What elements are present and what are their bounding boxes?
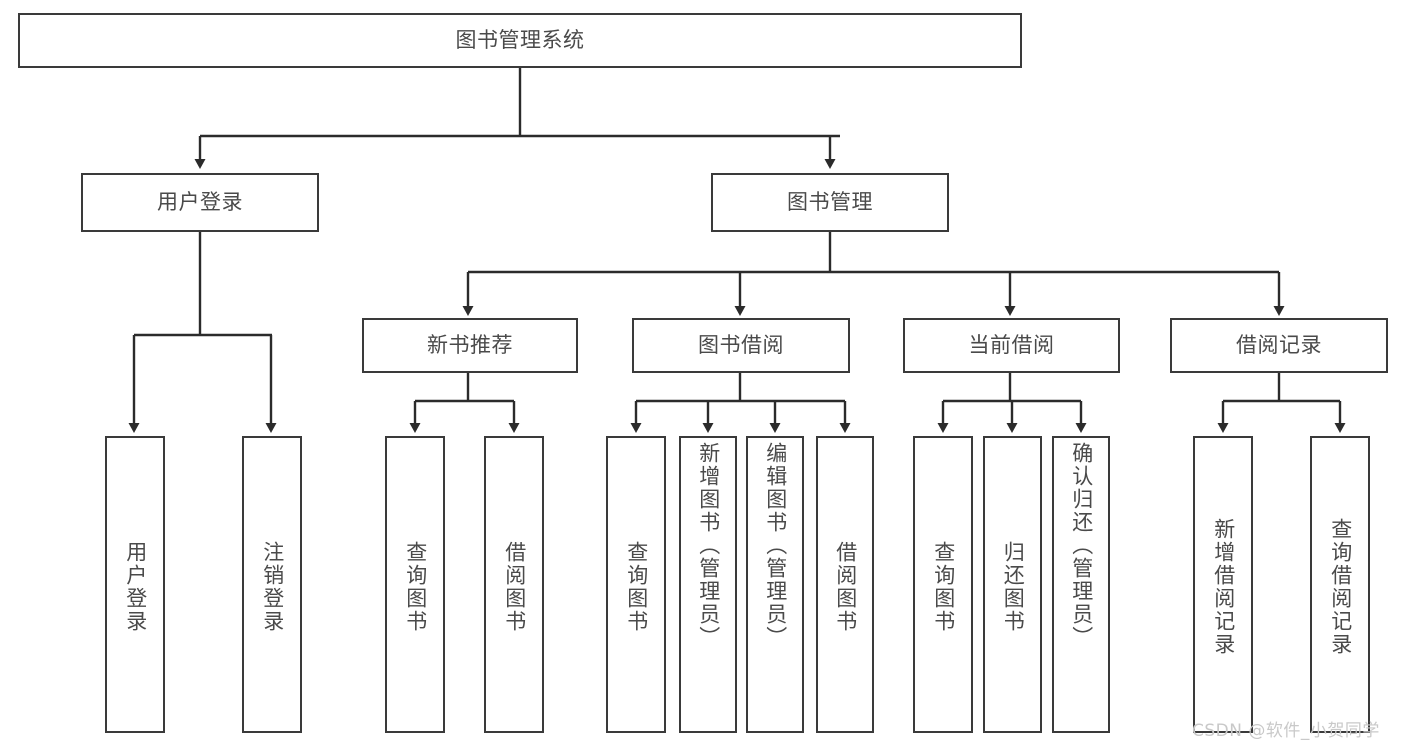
node-label: 借阅图书 bbox=[833, 540, 858, 633]
leaf-user-login[interactable]: 用户登录 bbox=[105, 436, 165, 733]
node-label: 用户登录 bbox=[123, 540, 148, 633]
node-current-borrow[interactable]: 当前借阅 bbox=[903, 318, 1120, 373]
node-label: 新增图书（管理员） bbox=[696, 442, 721, 649]
node-label: 图书管理系统 bbox=[455, 28, 585, 53]
node-label: 注销登录 bbox=[260, 540, 285, 633]
node-label: 图书借阅 bbox=[698, 333, 784, 358]
leaf-return-book[interactable]: 归还图书 bbox=[983, 436, 1042, 733]
node-label: 编辑图书（管理员） bbox=[763, 442, 788, 649]
node-borrow-records[interactable]: 借阅记录 bbox=[1170, 318, 1388, 373]
leaf-query-borrow-record[interactable]: 查询借阅记录 bbox=[1310, 436, 1370, 733]
leaf-add-borrow-record[interactable]: 新增借阅记录 bbox=[1193, 436, 1253, 733]
node-label: 确认归还（管理员） bbox=[1069, 442, 1094, 649]
leaf-add-book-admin[interactable]: 新增图书（管理员） bbox=[679, 436, 737, 733]
node-book-management[interactable]: 图书管理 bbox=[711, 173, 949, 232]
leaf-query-book-recommend[interactable]: 查询图书 bbox=[385, 436, 445, 733]
node-root-system[interactable]: 图书管理系统 bbox=[18, 13, 1022, 68]
node-label: 图书管理 bbox=[787, 190, 873, 215]
node-label: 查询图书 bbox=[403, 540, 428, 633]
node-label: 当前借阅 bbox=[968, 333, 1055, 358]
csdn-watermark: CSDN @软件_小贺同学 bbox=[1192, 721, 1380, 741]
node-new-book-recommend[interactable]: 新书推荐 bbox=[362, 318, 578, 373]
node-label: 用户登录 bbox=[157, 190, 243, 215]
node-user-login[interactable]: 用户登录 bbox=[81, 173, 319, 232]
node-label: 新书推荐 bbox=[427, 333, 513, 358]
leaf-query-book-borrow[interactable]: 查询图书 bbox=[606, 436, 666, 733]
leaf-edit-book-admin[interactable]: 编辑图书（管理员） bbox=[746, 436, 804, 733]
leaf-confirm-return-admin[interactable]: 确认归还（管理员） bbox=[1052, 436, 1110, 733]
leaf-user-logout[interactable]: 注销登录 bbox=[242, 436, 302, 733]
node-label: 新增借阅记录 bbox=[1211, 517, 1236, 656]
node-label: 归还图书 bbox=[1001, 540, 1026, 633]
leaf-query-book-current[interactable]: 查询图书 bbox=[913, 436, 973, 733]
node-label: 查询图书 bbox=[931, 540, 956, 633]
leaf-borrow-book-recommend[interactable]: 借阅图书 bbox=[484, 436, 544, 733]
node-label: 查询图书 bbox=[624, 540, 649, 633]
leaf-borrow-book[interactable]: 借阅图书 bbox=[816, 436, 874, 733]
node-label: 借阅图书 bbox=[502, 540, 527, 633]
node-book-borrow[interactable]: 图书借阅 bbox=[632, 318, 850, 373]
node-label: 查询借阅记录 bbox=[1328, 517, 1353, 656]
node-label: 借阅记录 bbox=[1236, 333, 1322, 358]
